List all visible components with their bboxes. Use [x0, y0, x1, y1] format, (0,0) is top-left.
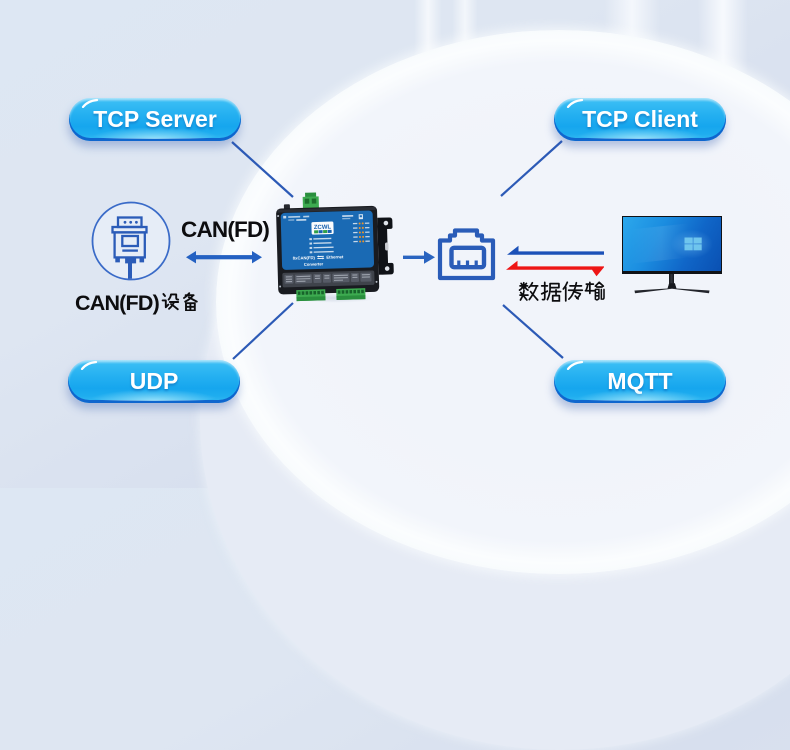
svg-text:Converter: Converter	[304, 261, 324, 267]
svg-text:ZCWL: ZCWL	[314, 225, 332, 231]
svg-text:8xCAN(FD): 8xCAN(FD)	[293, 255, 316, 261]
svg-text:Ethernet: Ethernet	[326, 254, 344, 259]
